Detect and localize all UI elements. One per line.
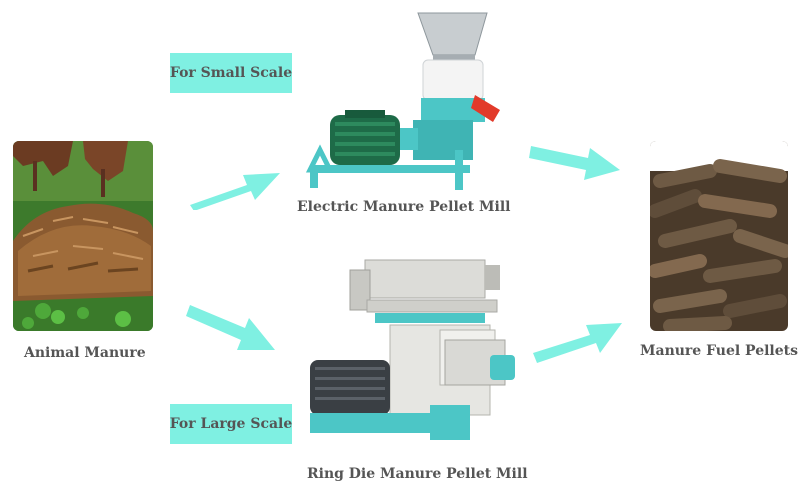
large-scale-tag: For Large Scale (170, 404, 292, 444)
electric-pellet-mill-label: Electric Manure Pellet Mill (297, 199, 510, 215)
ring-die-pellet-mill-image (305, 255, 520, 454)
electric-pellet-mill-image (305, 10, 505, 194)
arrow-right-up-icon (185, 165, 285, 214)
ring-die-pellet-mill-label: Ring Die Manure Pellet Mill (307, 466, 528, 482)
animal-manure-photo (13, 141, 153, 331)
fuel-pellets-photo (650, 141, 788, 331)
arrow-right-up-icon (530, 315, 625, 369)
arrow-right-down-icon (528, 140, 623, 189)
animal-manure-label: Animal Manure (24, 345, 146, 361)
arrow-right-down-icon (185, 300, 280, 359)
fuel-pellets-label: Manure Fuel Pellets (640, 343, 798, 359)
small-scale-tag: For Small Scale (170, 53, 292, 93)
